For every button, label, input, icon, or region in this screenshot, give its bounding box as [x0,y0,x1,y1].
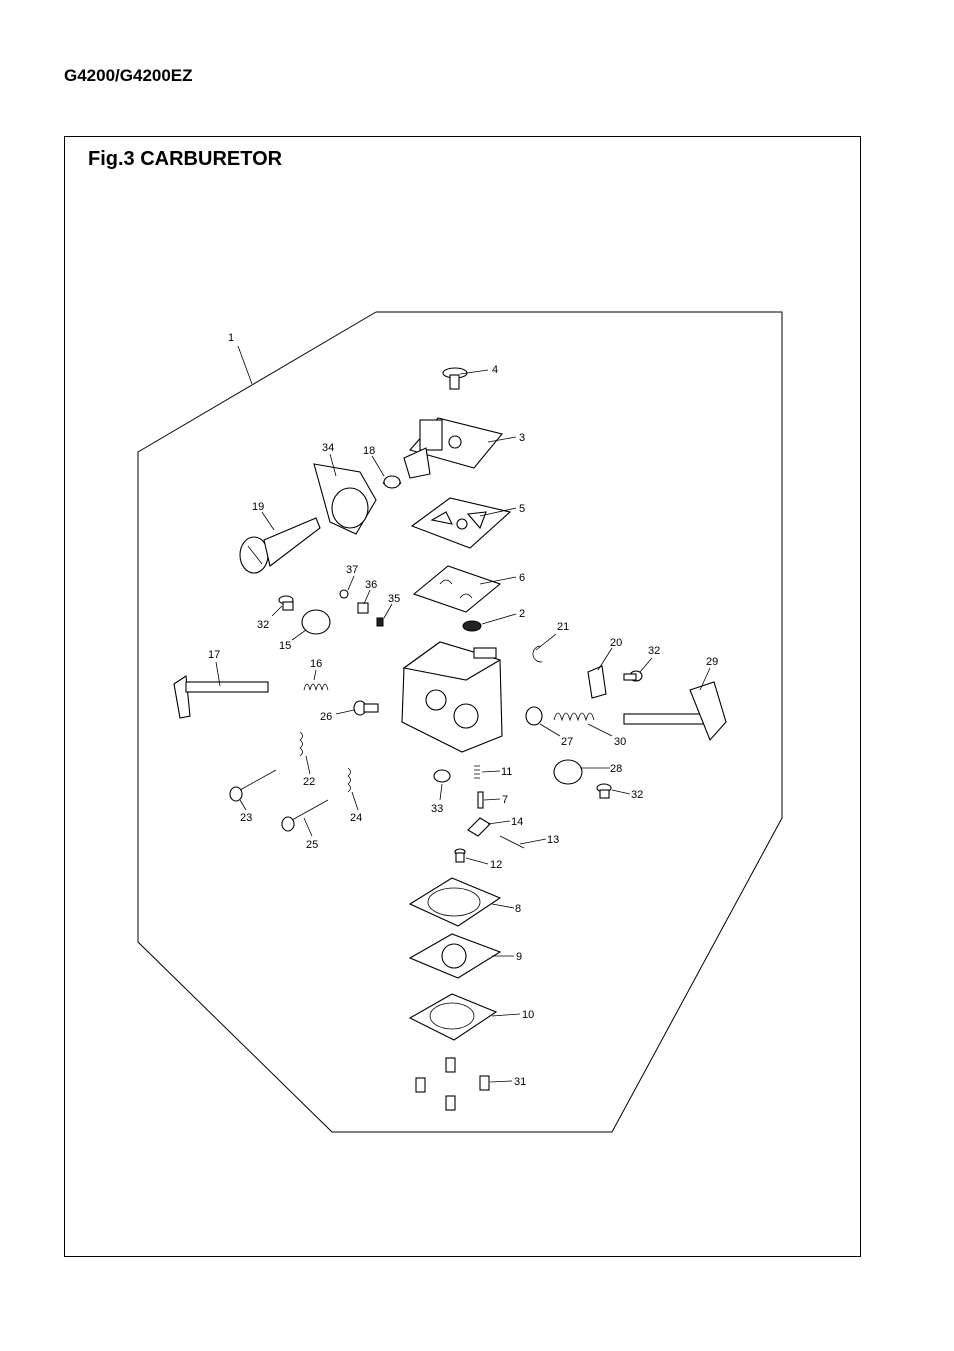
label-37: 37 [346,564,358,576]
label-24: 24 [350,812,362,824]
label-15: 15 [279,640,291,652]
part-15-throttle-plate-icon [301,609,331,635]
part-number-labels: 1 2 3 4 5 6 7 8 9 10 11 12 13 14 15 16 1… [208,332,718,1088]
label-23: 23 [240,812,252,824]
part-36-bushing-icon [357,602,369,614]
part-10-diaphragm-cover-icon [408,993,498,1041]
part-19-knob-screw-icon [239,517,321,574]
figure-frame [64,136,861,1257]
leader-lines [215,345,711,1083]
label-19: 19 [252,501,264,513]
part-17-throttle-shaft-icon [173,675,269,719]
label-8: 8 [515,903,521,915]
part-29-choke-shaft-icon [623,681,727,742]
part-5-gasket-icon [410,497,512,549]
label-27: 27 [561,736,573,748]
part-33-cup-icon [433,769,451,783]
assembly-boundary [137,311,783,1133]
part-26-screw-icon [353,700,379,716]
label-4: 4 [492,364,498,376]
label-5: 5 [519,503,525,515]
label-29: 29 [706,656,718,668]
part-3-pump-cover-icon [403,417,503,479]
part-18-spring-icon [382,475,402,489]
part-11-spring-icon [474,765,480,779]
part-4-screw-icon [442,367,468,390]
part-32-screw-icon [278,595,294,611]
part-20-lever-icon [587,665,607,699]
part-6-diaphragm-icon [412,565,502,613]
label-6: 6 [519,572,525,584]
carburetor-body-icon [401,641,503,753]
label-10: 10 [522,1009,534,1021]
label-33: 33 [431,803,443,815]
part-24-spring-icon [347,767,351,793]
label-3: 3 [519,432,525,444]
label-1: 1 [228,332,234,344]
part-22-spring-icon [299,731,303,757]
label-16: 16 [310,658,322,670]
part-28-choke-plate-icon [553,759,583,785]
part-9-diaphragm-icon [408,933,502,979]
part-23-needle-icon [229,769,277,802]
label-17: 17 [208,649,220,661]
part-31-screws-icon [415,1057,490,1111]
label-22: 22 [303,776,315,788]
label-12: 12 [490,859,502,871]
label-34: 34 [322,442,334,454]
part-12-screw-icon [454,848,466,863]
label-35: 35 [388,593,400,605]
label-14: 14 [511,816,523,828]
label-32-c: 32 [631,789,643,801]
part-2-screen-icon [462,620,482,632]
label-31: 31 [514,1076,526,1088]
part-21-clip-icon [532,645,543,663]
label-36: 36 [365,579,377,591]
label-20: 20 [610,637,622,649]
part-34-housing-icon [313,463,377,535]
figure-title: Fig.3 CARBURETOR [88,148,283,170]
label-26: 26 [320,711,332,723]
part-37-ball-icon [339,589,349,599]
part-27-washer-icon [525,706,543,726]
model-number: G4200/G4200EZ [64,66,193,85]
label-30: 30 [614,736,626,748]
label-32: 32 [257,619,269,631]
part-7-inlet-needle-icon [477,791,484,809]
part-25-needle-icon [281,799,329,832]
label-25: 25 [306,839,318,851]
part-32-screw-icon-3 [596,783,612,799]
label-2: 2 [519,608,525,620]
label-7: 7 [502,794,508,806]
part-14-metering-lever-icon [467,817,491,837]
label-28: 28 [610,763,622,775]
label-9: 9 [516,951,522,963]
part-35-spring-icon [376,617,384,627]
part-32-screw-icon-2 [623,670,643,682]
label-32-b: 32 [648,645,660,657]
label-21: 21 [557,621,569,633]
label-11: 11 [501,766,512,778]
part-30-spring-icon [553,712,595,722]
label-13: 13 [547,834,559,846]
part-16-spring-icon [303,683,329,691]
part-13-pin-icon [499,835,525,849]
label-18: 18 [363,445,375,457]
part-8-gasket-icon [408,877,502,927]
